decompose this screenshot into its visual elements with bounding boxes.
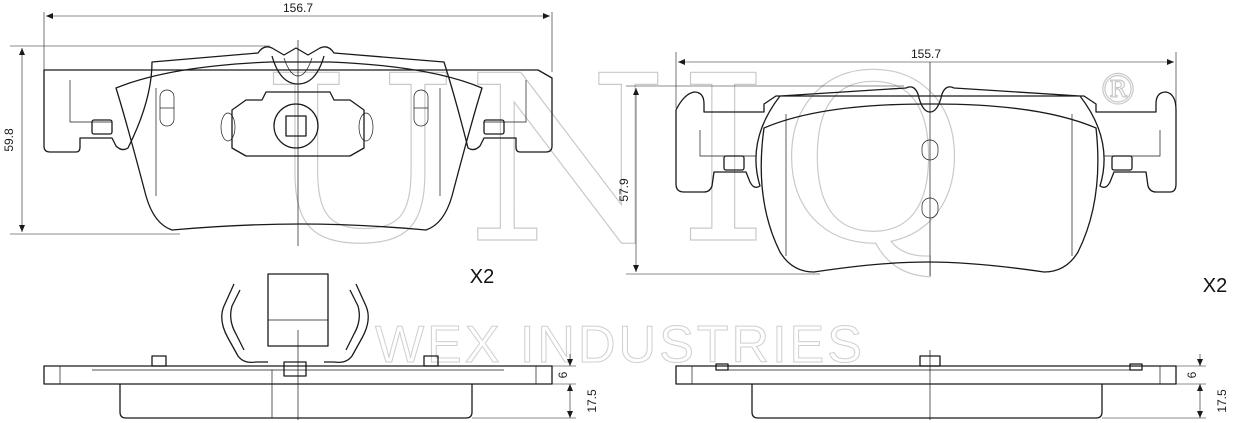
watermark-company-name: WEX INDUSTRIES xyxy=(375,316,865,374)
pad-1-width-dimension: 156.7 xyxy=(43,1,553,72)
pad-1-side-friction-block xyxy=(119,384,473,419)
pad-1-backing-plate xyxy=(43,46,553,153)
pad-2-height-label: 57.9 xyxy=(617,178,631,202)
pad-1-plate-thickness-label: 6 xyxy=(556,371,570,378)
pad-2-height-dimension: 57.9 xyxy=(617,85,904,275)
pad-2-left-tab xyxy=(723,155,745,171)
watermark-registered-mark: ® xyxy=(1097,65,1139,114)
pad-2-friction-material xyxy=(760,103,1099,273)
pad-2-front-view xyxy=(675,62,1177,276)
pad-1-friction-material xyxy=(115,61,483,231)
pad-1-width-label: 156.7 xyxy=(283,1,313,15)
pad-1-quantity-label: X2 xyxy=(470,266,494,288)
pad-2-quantity-label: X2 xyxy=(1203,275,1227,297)
pad-1-left-tab xyxy=(91,119,113,135)
pad-1-clip-housing xyxy=(231,91,365,157)
pad-1-clip-right-lug xyxy=(358,112,374,142)
pad-1-side-dimensions: 6 17.5 xyxy=(472,354,599,419)
pad-2-side-view xyxy=(675,350,1177,420)
pad-1-height-dimension: 59.8 xyxy=(2,45,270,235)
pad-2-side-friction-block xyxy=(751,384,1103,419)
pad-2-backing-plate xyxy=(675,86,1177,193)
pad-2-total-thickness-label: 17.5 xyxy=(1215,389,1229,413)
pad-1-side-view xyxy=(43,273,553,420)
pad-2-side-dimensions: 6 17.5 xyxy=(1102,354,1229,419)
pad-1-front-view xyxy=(43,40,553,246)
pad-1-sensor-ring xyxy=(273,103,319,149)
pad-1-clip-left-lug xyxy=(220,112,236,142)
pad-1-wear-clip xyxy=(221,283,268,364)
pad-2-right-tab xyxy=(1111,155,1133,171)
pad-2-width-dimension: 155.7 xyxy=(675,47,1177,108)
pad-2-width-label: 155.7 xyxy=(911,47,941,61)
watermark: UNIQ ® WEX INDUSTRIES xyxy=(262,27,1139,374)
pad-1-total-thickness-label: 17.5 xyxy=(585,389,599,413)
pad-1-right-tab xyxy=(483,119,505,135)
pad-1-height-label: 59.8 xyxy=(2,128,16,152)
pad-2-plate-thickness-label: 6 xyxy=(1185,371,1199,378)
watermark-logo: UNIQ xyxy=(263,28,978,295)
pad-1-sensor-square xyxy=(285,115,307,137)
